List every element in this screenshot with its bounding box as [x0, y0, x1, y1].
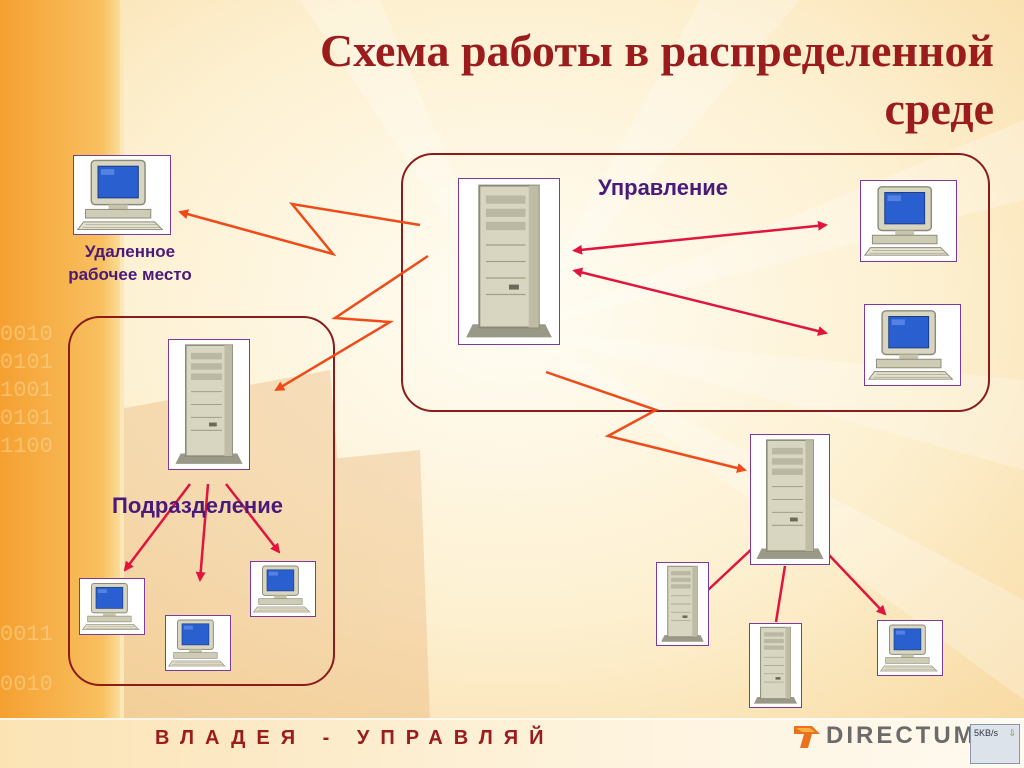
- slide-title: Схема работы в распределенной среде: [194, 22, 994, 138]
- svg-text:0010: 0010: [0, 322, 53, 347]
- download-rate-widget[interactable]: 5KB/s ⇩: [970, 724, 1020, 764]
- division-workstation-icon-2: [165, 615, 231, 671]
- branch-secondary-server-icon-2: [749, 623, 802, 708]
- management-label: Управление: [598, 175, 729, 200]
- svg-text:0101: 0101: [0, 406, 53, 431]
- title-line-2: среде: [884, 83, 995, 134]
- directum-logo-text: DIRECTUM: [826, 722, 977, 749]
- management-workstation-icon-2: [864, 304, 961, 386]
- branch-server-icon: [750, 434, 830, 565]
- remote-label-line-1: Удаленное: [84, 242, 176, 261]
- branch-secondary-server-icon-1: [656, 562, 709, 646]
- svg-text:0011: 0011: [0, 622, 53, 647]
- title-line-1: Схема работы в распределенной: [319, 25, 994, 76]
- division-server-icon: [168, 339, 250, 470]
- footer-motto: ВЛАДЕЯ - УПРАВЛЯЙ: [155, 727, 555, 749]
- management-workstation-icon-1: [860, 180, 957, 262]
- svg-text:0101: 0101: [0, 350, 53, 375]
- division-group: [68, 316, 335, 686]
- svg-text:1001: 1001: [0, 378, 53, 403]
- branch-workstation-icon: [877, 620, 943, 676]
- svg-text:1100: 1100: [0, 434, 53, 459]
- division-workstation-icon-3: [250, 561, 316, 617]
- division-workstation-icon-1: [79, 578, 145, 635]
- footer-band: [0, 718, 1024, 768]
- division-label: Подразделение: [112, 493, 283, 518]
- directum-logo-mark-icon: [794, 726, 820, 748]
- download-arrow-icon: ⇩: [1008, 728, 1016, 738]
- remote-label-line-2: рабочее место: [68, 265, 192, 284]
- remote-workplace-label: Удаленное рабочее место: [40, 240, 220, 286]
- remote-workstation-icon: [73, 155, 171, 235]
- svg-text:0010: 0010: [0, 672, 53, 697]
- management-server-icon: [458, 178, 560, 345]
- download-rate-text: 5KB/s: [974, 728, 999, 738]
